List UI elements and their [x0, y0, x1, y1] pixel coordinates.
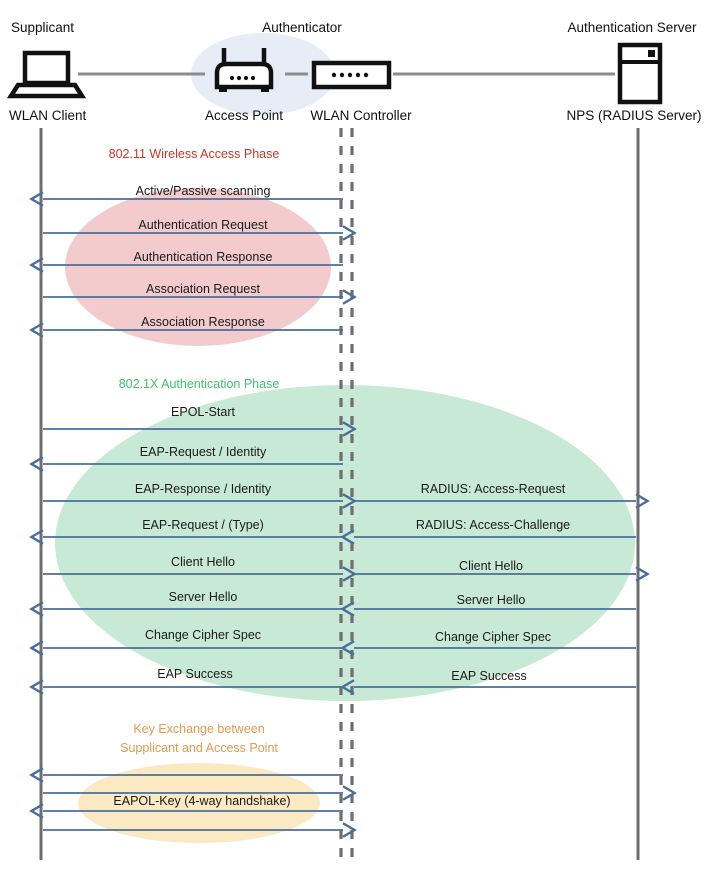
wlan-controller-icon	[311, 60, 392, 90]
message-label-eap-request-identity: EAP-Request / Identity	[139, 445, 267, 459]
message-label-change-cipher-left: Change Cipher Spec	[144, 628, 262, 642]
message-label-eapol-start: EPOL-Start	[171, 405, 235, 419]
wireless-access-phase-ellipse	[65, 188, 331, 346]
server-icon	[617, 42, 663, 105]
phase-label-dot1x: 802.1X Authentication Phase	[118, 377, 280, 391]
message-label-auth-request: Authentication Request	[138, 218, 268, 232]
message-label-server-hello-left: Server Hello	[168, 590, 238, 604]
message-label-client-hello-left: Client Hello	[171, 555, 235, 569]
role-title-supplicant: Supplicant	[11, 20, 75, 35]
device-caption-access-point: Access Point	[204, 108, 284, 123]
phase-label-key-exchange-line2: Supplicant and Access Point	[120, 741, 278, 755]
message-label-eap-response-identity: EAP-Response / Identity	[134, 482, 272, 496]
message-label-radius-access-request: RADIUS: Access-Request	[420, 482, 566, 496]
device-caption-nps-radius-server: NPS (RADIUS Server)	[566, 108, 702, 123]
message-label-auth-response: Authentication Response	[133, 250, 273, 264]
message-label-server-hello-right: Server Hello	[456, 593, 526, 607]
laptop-icon	[6, 50, 87, 99]
message-label-scanning: Active/Passive scanning	[135, 184, 271, 198]
message-label-eap-success-right: EAP Success	[451, 669, 527, 683]
phase-label-key-exchange-line1: Key Exchange between	[133, 722, 265, 736]
phase-label-wireless-access: 802.11 Wireless Access Phase	[108, 147, 280, 161]
message-label-eap-request-type: EAP-Request / (Type)	[142, 518, 264, 532]
message-label-assoc-response: Association Response	[141, 315, 265, 329]
device-caption-wlan-controller: WLAN Controller	[310, 108, 412, 123]
access-point-icon	[214, 48, 274, 92]
message-label-eapol-key: EAPOL-Key (4-way handshake)	[113, 794, 291, 808]
message-label-assoc-request: Association Request	[146, 282, 260, 296]
message-label-client-hello-right: Client Hello	[459, 559, 523, 573]
key-exchange-phase-ellipse	[78, 763, 320, 843]
message-label-eap-success-left: EAP Success	[157, 667, 233, 681]
message-label-radius-access-challenge: RADIUS: Access-Challenge	[415, 518, 571, 532]
role-title-authenticator: Authenticator	[262, 20, 342, 35]
role-title-auth-server: Authentication Server	[567, 20, 697, 35]
device-caption-wlan-client: WLAN Client	[9, 108, 87, 123]
message-label-change-cipher-right: Change Cipher Spec	[434, 630, 552, 644]
